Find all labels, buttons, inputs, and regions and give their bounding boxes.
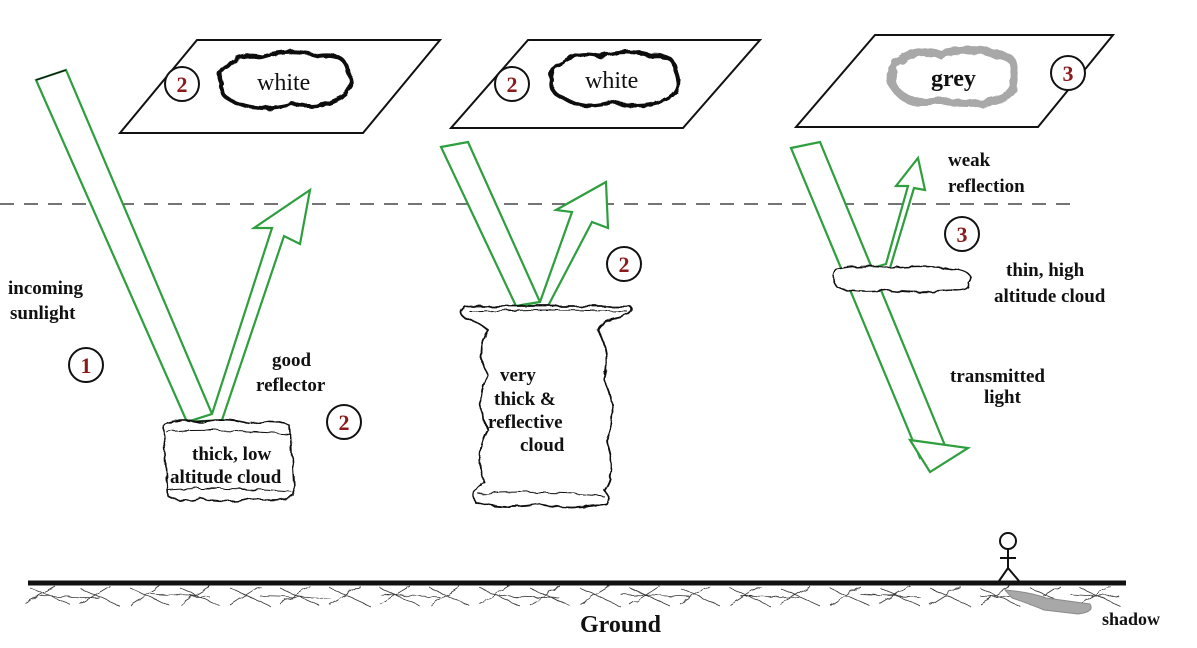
label-good: good bbox=[272, 350, 312, 371]
label-weak: weak bbox=[948, 150, 991, 171]
marker-3-thin-cloud: 3 bbox=[944, 216, 980, 252]
label-thick-amp: thick & bbox=[494, 389, 556, 410]
label-reflective: reflective bbox=[488, 412, 563, 433]
marker-3a-text: 3 bbox=[1063, 61, 1074, 86]
label-reflection: reflection bbox=[948, 176, 1025, 197]
transmitted-arrow-head bbox=[907, 438, 972, 474]
marker-2-plane-middle: 2 bbox=[494, 66, 530, 102]
marker-1-text: 1 bbox=[81, 353, 92, 378]
marker-3-plane-right: 3 bbox=[1050, 55, 1086, 91]
label-very: very bbox=[500, 365, 536, 386]
marker-2d-text: 2 bbox=[619, 252, 630, 277]
grey-cloud-right bbox=[887, 46, 1019, 108]
marker-2-good-reflector: 2 bbox=[326, 404, 362, 440]
incoming-sunlight-arrow-2 bbox=[439, 140, 542, 308]
label-cloud: cloud bbox=[520, 435, 565, 456]
label-thick-low: thick, low bbox=[192, 444, 271, 465]
label-incoming: incoming bbox=[8, 278, 83, 299]
marker-2a-text: 2 bbox=[177, 72, 188, 97]
marker-2c-text: 2 bbox=[507, 72, 518, 97]
label-ground: Ground bbox=[580, 612, 662, 638]
shadow-patch bbox=[1003, 589, 1092, 615]
label-shadow: shadow bbox=[1102, 609, 1160, 629]
marker-3b-text: 3 bbox=[957, 222, 968, 247]
label-altitude-cloud-1: altitude cloud bbox=[170, 467, 282, 488]
label-light: light bbox=[984, 387, 1022, 408]
reflected-arrow-2 bbox=[515, 180, 610, 308]
stick-figure bbox=[998, 532, 1020, 582]
marker-2b-text: 2 bbox=[339, 410, 350, 435]
weak-reflection-arrow bbox=[871, 155, 927, 270]
panel-right-label: grey bbox=[931, 66, 976, 92]
label-altitude-cloud-2: altitude cloud bbox=[994, 286, 1106, 307]
ground-texture bbox=[24, 585, 1121, 607]
very-thick-cloud bbox=[459, 305, 633, 508]
reflected-arrow-1 bbox=[186, 187, 312, 424]
white-cloud-middle bbox=[549, 50, 681, 108]
panel-left-label: white bbox=[257, 70, 310, 96]
panel-middle-label: white bbox=[585, 68, 638, 94]
thick-low-cloud bbox=[162, 418, 295, 503]
marker-2-thick-cloud: 2 bbox=[606, 246, 642, 282]
marker-2-plane-left: 2 bbox=[164, 66, 200, 102]
label-reflector: reflector bbox=[256, 375, 326, 396]
thin-high-cloud bbox=[832, 265, 971, 293]
marker-1: 1 bbox=[68, 347, 104, 383]
white-cloud-left bbox=[218, 50, 353, 110]
label-sunlight: sunlight bbox=[10, 303, 76, 324]
label-transmitted: transmitted bbox=[950, 366, 1045, 387]
label-thin-high: thin, high bbox=[1006, 260, 1085, 281]
